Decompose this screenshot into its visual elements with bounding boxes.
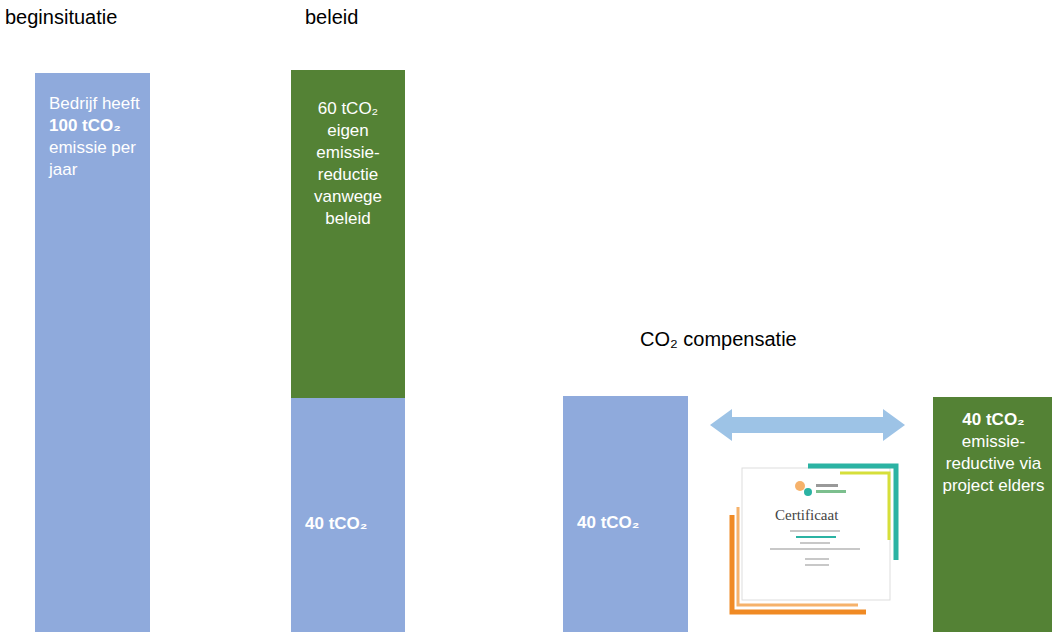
certificate-fine-print (805, 558, 829, 560)
certificate-fine-print (790, 530, 840, 532)
certificate-title: Certificaat (775, 507, 838, 524)
certificate-frame (840, 473, 889, 540)
bar-segment: 40 tCO₂emissie-reductive via project eld… (933, 397, 1052, 632)
bar-text: emissie-reductive via project elders (939, 431, 1048, 497)
bar-text: 40 tCO₂ (577, 512, 682, 534)
bar-text: Bedrijf heeft (49, 93, 142, 115)
certificate-fine-print (805, 564, 829, 566)
column-heading: beleid (305, 6, 358, 29)
bar-text: 40 tCO₂ (305, 513, 399, 535)
certificate-fine-print (800, 542, 830, 544)
bar-segment: 60 tCO₂ eigen emissie-reductie vanwege b… (291, 70, 405, 398)
bar-text: 60 tCO₂ eigen emissie-reductie vanwege b… (297, 98, 399, 230)
certificate-fine-print (770, 548, 860, 550)
bar-segment: 40 tCO₂ (563, 396, 688, 632)
certificate-fine-print (796, 536, 836, 538)
certificate-card (742, 468, 890, 600)
bar-segment: 40 tCO₂ (291, 398, 405, 632)
certificate-logo-text (816, 490, 846, 493)
column-heading: beginsituatie (5, 6, 117, 29)
certificate-logo (804, 488, 812, 496)
bar-text: 100 tCO₂ (49, 115, 142, 137)
double-arrow (710, 409, 905, 441)
certificate-logo-text (816, 484, 838, 487)
bar-text: emissie per jaar (49, 137, 142, 181)
bar-segment: Bedrijf heeft100 tCO₂emissie per jaar (35, 73, 150, 632)
column-heading: CO₂ compensatie (640, 328, 797, 351)
certificate-logo (795, 481, 805, 491)
bar-text: 40 tCO₂ (939, 409, 1048, 431)
